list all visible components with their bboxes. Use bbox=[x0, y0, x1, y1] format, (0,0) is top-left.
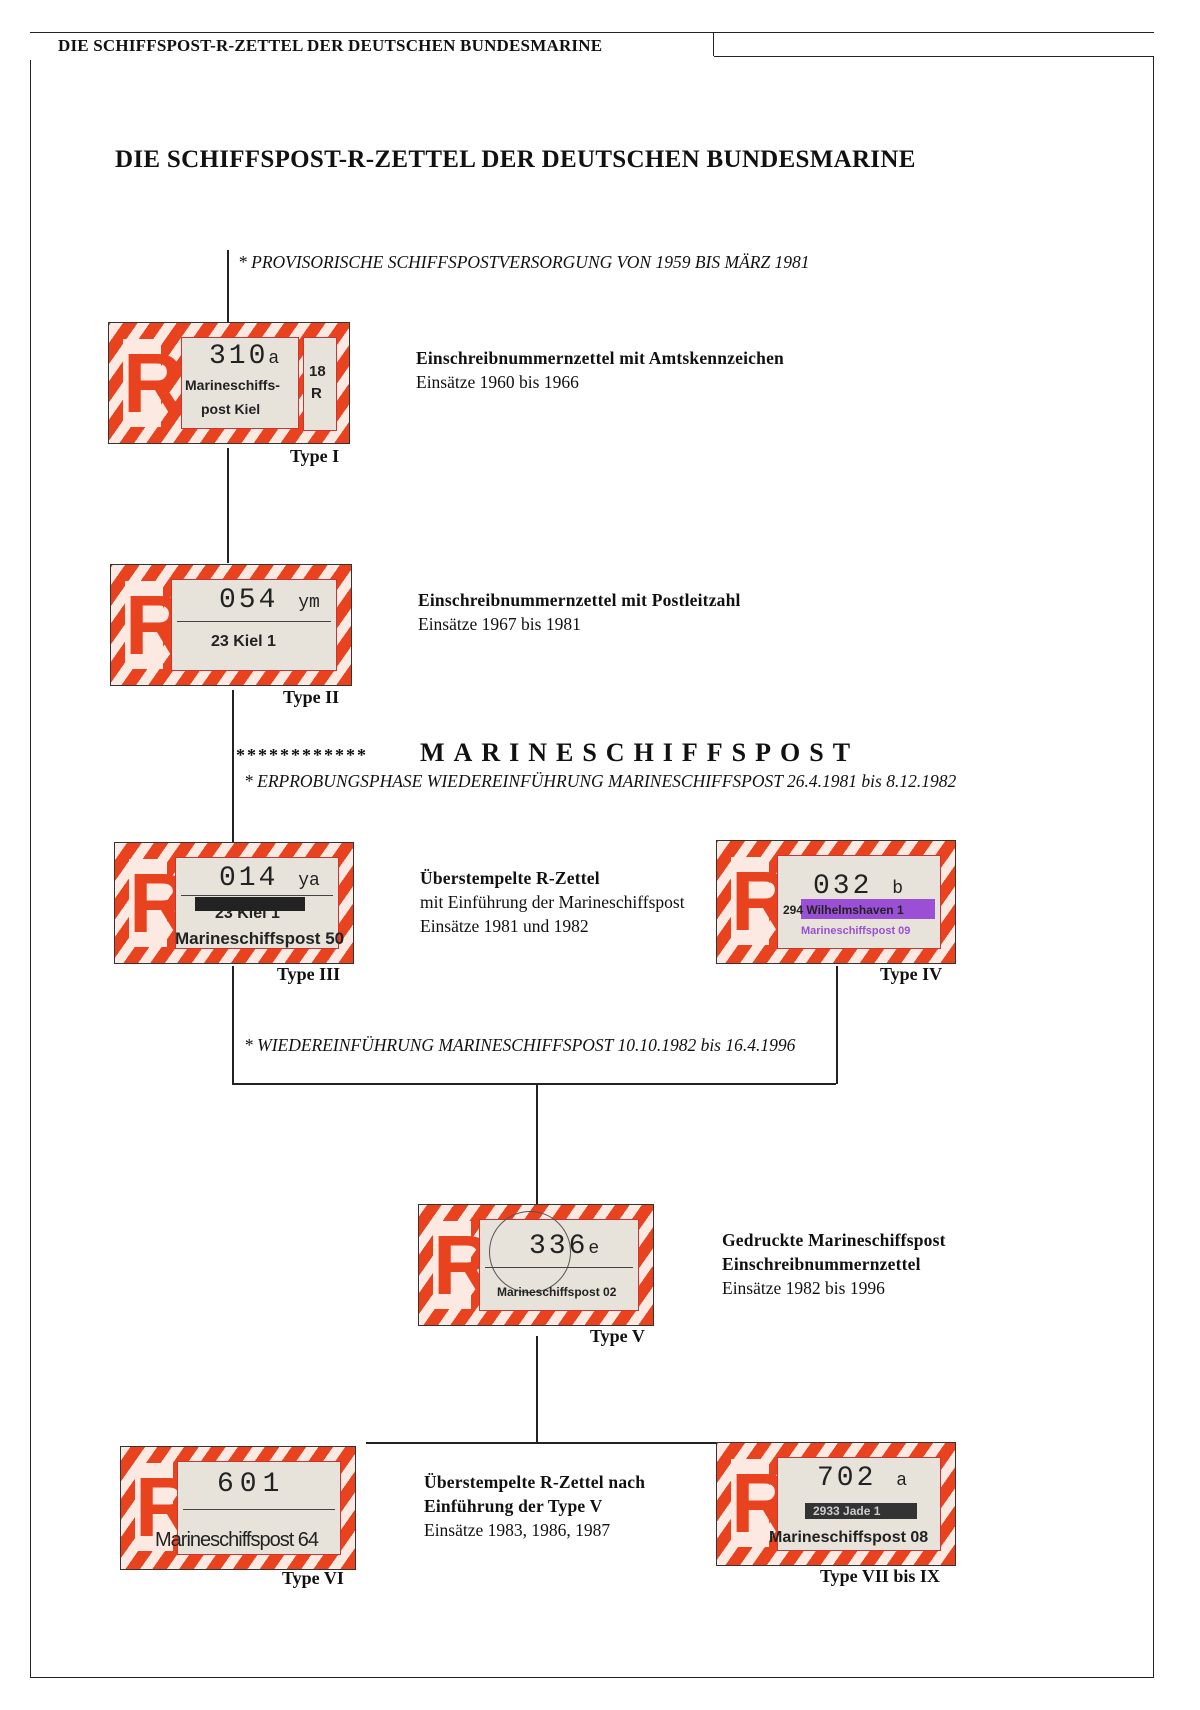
connector-line bbox=[836, 966, 838, 1084]
desc-type-2-title: Einschreibnummernzettel mit Postleitzahl bbox=[418, 590, 741, 610]
overprint-bar bbox=[195, 897, 305, 911]
caption-type-3: Type III bbox=[277, 964, 341, 984]
desc-type-3-title: Überstempelte R-Zettel bbox=[420, 868, 600, 888]
desc-type-1: Einschreibnummernzettel mit Amtskennzeic… bbox=[416, 346, 784, 394]
r-label-type-6: R 601 Marineschiffspost 64 bbox=[120, 1446, 356, 1570]
label-suffix: a bbox=[896, 1471, 908, 1491]
r-label-type-4: R 032 b 294 Wilhelmshaven 1 Marineschiff… bbox=[716, 840, 956, 964]
label-number: 054 bbox=[219, 585, 279, 616]
label-line-1: Marineschiffspost 64 bbox=[155, 1529, 319, 1551]
label-side-1: 18 bbox=[309, 363, 326, 380]
postmark-circle bbox=[489, 1211, 571, 1293]
desc-type-2: Einschreibnummernzettel mit Postleitzahl… bbox=[418, 588, 741, 636]
desc-type-1-years: Einsätze 1960 bis 1966 bbox=[416, 372, 579, 392]
connector-line bbox=[536, 1083, 538, 1205]
r-letter-icon: R bbox=[123, 336, 184, 430]
label-number: 014 bbox=[219, 863, 279, 894]
desc-type-6-title-2: Einführung der Type V bbox=[424, 1496, 603, 1516]
desc-type-5-title-2: Einschreibnummernzettel bbox=[722, 1254, 921, 1274]
caption-type-1: Type I bbox=[290, 446, 340, 466]
r-letter-icon: R bbox=[129, 856, 190, 950]
label-line-2: Marineschiffspost 09 bbox=[801, 925, 911, 937]
r-label-type-2: R 054 ym 23 Kiel 1 bbox=[110, 564, 352, 686]
connector-line bbox=[227, 448, 229, 563]
purple-stamp-bar bbox=[801, 899, 935, 919]
header-tab-text: DIE SCHIFFSPOST-R-ZETTEL DER DEUTSCHEN B… bbox=[58, 36, 603, 55]
label-number: 310 bbox=[209, 341, 269, 372]
label-suffix: e bbox=[588, 1239, 600, 1259]
connector-line bbox=[232, 966, 234, 1084]
label-suffix: b bbox=[892, 879, 904, 899]
label-number: 702 bbox=[817, 1463, 877, 1494]
desc-type-3-years: Einsätze 1981 und 1982 bbox=[420, 916, 589, 936]
page-title: DIE SCHIFFSPOST-R-ZETTEL DER DEUTSCHEN B… bbox=[115, 146, 916, 173]
r-label-type-3: R 014 ya 23 Kiel 1 Marineschiffspost 50 bbox=[114, 842, 354, 964]
label-line-2: Marineschiffspost 50 bbox=[175, 929, 345, 948]
desc-type-3: Überstempelte R-Zettel mit Einführung de… bbox=[420, 866, 685, 938]
label-line-1: Marineschiffspost 02 bbox=[497, 1285, 617, 1299]
label-line-1: 294 Wilhelmshaven 1 bbox=[783, 903, 904, 917]
connector-line bbox=[232, 690, 234, 842]
connector-line bbox=[366, 1442, 716, 1444]
label-number: 336 bbox=[529, 1231, 589, 1262]
header-tab-mask bbox=[30, 56, 714, 60]
section-provisorisch: * PROVISORISCHE SCHIFFSPOSTVERSORGUNG VO… bbox=[238, 252, 810, 272]
r-letter-icon: R bbox=[433, 1218, 494, 1312]
overprint-bar bbox=[805, 1503, 917, 1519]
caption-type-2: Type II bbox=[283, 687, 340, 707]
label-side-2: R bbox=[311, 385, 322, 402]
caption-type-5: Type V bbox=[590, 1326, 645, 1346]
r-letter-icon: R bbox=[731, 1456, 792, 1550]
desc-type-5: Gedruckte Marineschiffspost Einschreibnu… bbox=[722, 1228, 946, 1300]
desc-type-2-years: Einsätze 1967 bis 1981 bbox=[418, 614, 581, 634]
section-wiedereinfuehrung: * WIEDEREINFÜHRUNG MARINESCHIFFSPOST 10.… bbox=[244, 1035, 796, 1055]
frame-top-line bbox=[712, 32, 1154, 33]
label-number: 601 bbox=[217, 1469, 286, 1500]
desc-type-3-line: mit Einführung der Marineschiffspost bbox=[420, 892, 685, 912]
r-label-type-7: R 702 a 2933 Jade 1 Marineschiffspost 08 bbox=[716, 1442, 956, 1566]
section-dots: ************ bbox=[236, 745, 368, 765]
label-line-2: Marineschiffspost 08 bbox=[769, 1529, 929, 1546]
r-letter-icon: R bbox=[125, 578, 186, 672]
caption-type-7: Type VII bis IX bbox=[820, 1566, 940, 1586]
label-number: 032 bbox=[813, 871, 873, 902]
section-erprobung: * ERPROBUNGSPHASE WIEDEREINFÜHRUNG MARIN… bbox=[244, 771, 957, 791]
caption-type-4: Type IV bbox=[880, 964, 943, 984]
connector-line bbox=[232, 1083, 836, 1085]
connector-line bbox=[536, 1336, 538, 1442]
desc-type-6-years: Einsätze 1983, 1986, 1987 bbox=[424, 1520, 611, 1540]
desc-type-6-title-1: Überstempelte R-Zettel nach bbox=[424, 1472, 646, 1492]
header-tab bbox=[30, 32, 714, 58]
r-label-type-1: R 310a Marineschiffs- post Kiel 18 R bbox=[108, 322, 350, 444]
label-suffix: ym bbox=[298, 593, 320, 613]
caption-type-6: Type VI bbox=[282, 1568, 344, 1588]
r-label-type-5: R 336e Marineschiffspost 02 bbox=[418, 1204, 654, 1326]
section-marineschiffspost: MARINESCHIFFSPOST bbox=[420, 738, 860, 767]
desc-type-5-title-1: Gedruckte Marineschiffspost bbox=[722, 1230, 946, 1250]
label-line-1: 2933 Jade 1 bbox=[813, 1504, 881, 1518]
label-line-1: 23 Kiel 1 bbox=[211, 633, 276, 650]
desc-type-1-title: Einschreibnummernzettel mit Amtskennzeic… bbox=[416, 348, 784, 368]
label-suffix: ya bbox=[298, 871, 320, 891]
label-line-1: Marineschiffs- bbox=[185, 377, 280, 393]
label-line-2: post Kiel bbox=[201, 401, 261, 417]
r-letter-icon: R bbox=[731, 854, 792, 948]
desc-type-6: Überstempelte R-Zettel nach Einführung d… bbox=[424, 1470, 645, 1542]
label-suffix: a bbox=[268, 349, 280, 369]
desc-type-5-years: Einsätze 1982 bis 1996 bbox=[722, 1278, 885, 1298]
connector-line bbox=[227, 250, 229, 324]
